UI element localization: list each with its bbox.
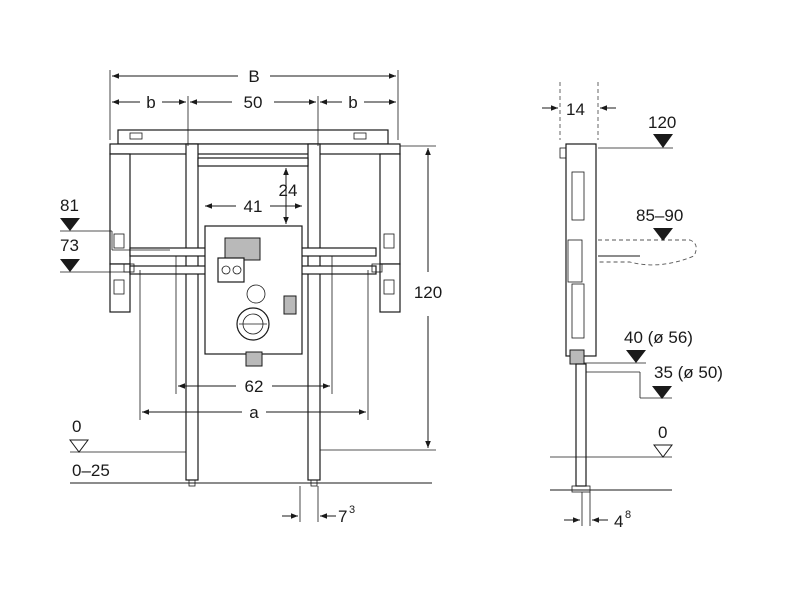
dim-a: a bbox=[139, 270, 369, 422]
dim-24-label: 24 bbox=[279, 181, 298, 200]
floor-level-front: 0 0–25 bbox=[69, 417, 432, 484]
floor-0-front-label: 0 bbox=[72, 417, 81, 436]
level-73-label: 73 bbox=[60, 236, 79, 255]
level-35-label: 35 (ø 50) bbox=[654, 363, 723, 382]
dim-41-label: 41 bbox=[244, 197, 263, 216]
dim-foot-4: 4 8 bbox=[564, 492, 631, 531]
dim-foot-7: 7 3 bbox=[282, 486, 355, 526]
front-view: B b 50 b 24 41 81 bbox=[60, 67, 442, 526]
level-81: 81 bbox=[60, 196, 170, 251]
dim-41: 41 bbox=[205, 197, 302, 216]
floor-level-side: 0 bbox=[550, 423, 673, 491]
dim-14: 14 bbox=[542, 100, 616, 119]
dim-24: 24 bbox=[279, 168, 298, 224]
dim-50-label: 50 bbox=[244, 93, 263, 112]
dim-62: 62 bbox=[175, 256, 333, 396]
dim-62-label: 62 bbox=[245, 377, 264, 396]
foot-4-sup: 8 bbox=[625, 509, 631, 521]
toilet-outline bbox=[598, 239, 697, 266]
dim-b-50-b: b 50 b bbox=[112, 93, 396, 146]
right-wing bbox=[379, 153, 401, 313]
dim-120-label: 120 bbox=[414, 283, 442, 302]
dim-120: 120 bbox=[320, 145, 442, 451]
level-81-label: 81 bbox=[60, 196, 79, 215]
level-73: 73 bbox=[60, 236, 130, 273]
wall-outline bbox=[559, 82, 599, 140]
side-frame bbox=[559, 143, 597, 493]
dim-B-label: B bbox=[248, 67, 259, 86]
floor-range-label: 0–25 bbox=[72, 461, 110, 480]
level-85-90: 85–90 bbox=[636, 206, 683, 241]
foot-7-label: 7 bbox=[338, 507, 347, 526]
cistern bbox=[204, 225, 303, 367]
level-120-label: 120 bbox=[648, 113, 676, 132]
foot-4-label: 4 bbox=[614, 512, 623, 531]
level-35: 35 (ø 50) bbox=[586, 363, 723, 399]
level-40: 40 (ø 56) bbox=[584, 328, 693, 364]
level-85-90-label: 85–90 bbox=[636, 206, 683, 225]
dim-B: B bbox=[109, 67, 399, 140]
foot-7-sup: 3 bbox=[349, 504, 355, 516]
dim-14-label: 14 bbox=[566, 100, 585, 119]
side-view: 14 120 85–90 40 (ø 56) 35 (ø 50) bbox=[542, 82, 723, 531]
dim-b-left-label: b bbox=[146, 93, 155, 112]
level-120: 120 bbox=[598, 113, 676, 149]
level-40-label: 40 (ø 56) bbox=[624, 328, 693, 347]
vertical-posts bbox=[185, 143, 321, 487]
left-wing bbox=[109, 153, 131, 313]
dim-a-label: a bbox=[249, 403, 259, 422]
top-plate bbox=[109, 129, 401, 155]
floor-0-side-label: 0 bbox=[658, 423, 667, 442]
dim-b-right-label: b bbox=[348, 93, 357, 112]
